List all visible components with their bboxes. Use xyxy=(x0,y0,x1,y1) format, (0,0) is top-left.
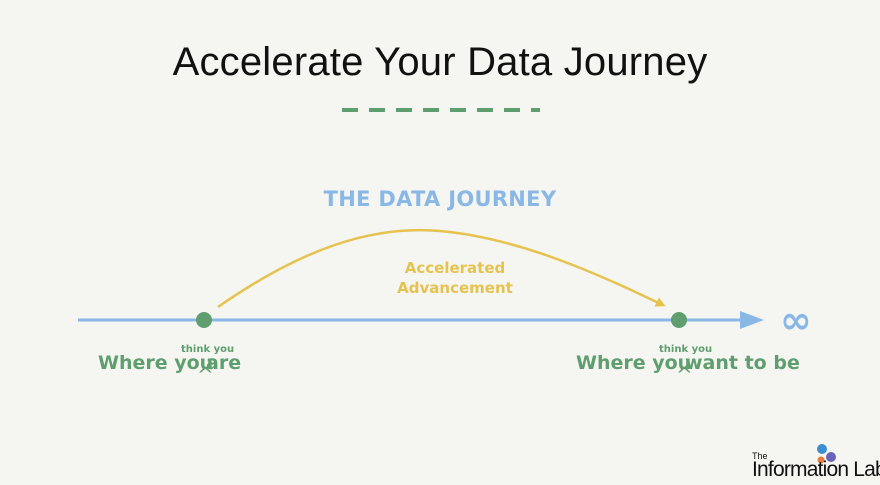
timeline-arrowhead xyxy=(740,311,764,329)
arc-label-line2: Advancement xyxy=(397,279,513,297)
logo-text: Information Lab xyxy=(752,458,880,481)
acceleration-arc xyxy=(217,228,666,309)
page-title: Accelerate Your Data Journey xyxy=(172,40,708,84)
end-label-prefix: Where you xyxy=(576,352,692,374)
arc-label-line1: Accelerated xyxy=(404,259,506,277)
start-caret-icon: ^ xyxy=(197,363,214,387)
end-caret-note: think you xyxy=(659,344,713,355)
end-label-suffix: want to be xyxy=(685,352,800,374)
start-point xyxy=(196,312,212,328)
end-point xyxy=(671,312,687,328)
infinity-icon: ∞ xyxy=(780,298,812,342)
journey-title: THE DATA JOURNEY xyxy=(323,187,557,211)
logo-dot-orange xyxy=(817,456,825,464)
start-label-suffix: are xyxy=(206,352,242,374)
logo-dot-purple xyxy=(826,452,836,462)
logo-the: The xyxy=(752,451,768,461)
start-label-prefix: Where you xyxy=(98,352,214,374)
arc-label: Accelerated Advancement xyxy=(340,258,570,298)
logo-dot-blue xyxy=(817,444,827,454)
end-caret-icon: ^ xyxy=(676,363,693,387)
start-caret-note: think you xyxy=(181,344,235,355)
